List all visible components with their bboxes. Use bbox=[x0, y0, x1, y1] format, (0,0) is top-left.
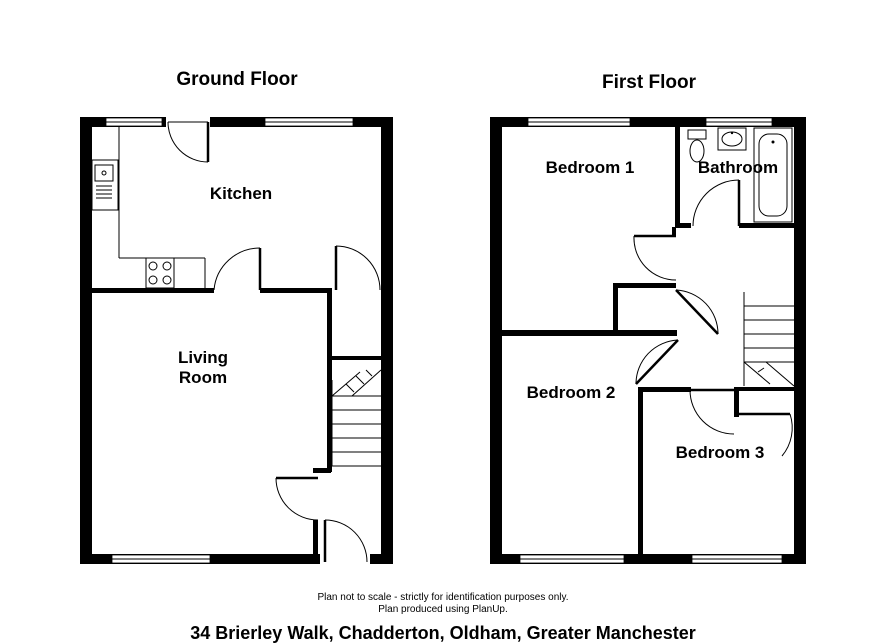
wall bbox=[490, 117, 806, 127]
wall bbox=[675, 127, 680, 227]
wall bbox=[330, 356, 381, 360]
room-label-living-room: Living bbox=[178, 348, 228, 367]
disclaimer-text: Plan not to scale - strictly for identif… bbox=[317, 592, 568, 603]
wall bbox=[80, 554, 393, 564]
wall bbox=[794, 117, 806, 564]
wall bbox=[734, 387, 739, 417]
room-label-bedroom-3: Bedroom 3 bbox=[676, 443, 765, 462]
room-label-living-room-line2: Room bbox=[179, 368, 227, 387]
bedroom-3-door[interactable] bbox=[689, 388, 735, 435]
footer: Plan not to scale - strictly for identif… bbox=[190, 592, 696, 643]
front-door[interactable] bbox=[323, 519, 368, 563]
toilet-icon bbox=[687, 129, 707, 163]
wall bbox=[381, 117, 393, 564]
credit-text: Plan produced using PlanUp. bbox=[378, 604, 508, 615]
room-label-bedroom-1: Bedroom 1 bbox=[546, 158, 635, 177]
wall bbox=[92, 288, 214, 293]
ground-floor-title: Ground Floor bbox=[176, 69, 298, 90]
wall bbox=[638, 387, 643, 554]
room-label-bedroom-2: Bedroom 2 bbox=[527, 383, 616, 402]
wall bbox=[672, 227, 676, 235]
sink-icon bbox=[94, 164, 114, 199]
first-floor-title: First Floor bbox=[602, 72, 697, 93]
wall bbox=[327, 290, 332, 472]
first-floor-plan: First Floor bbox=[490, 72, 806, 564]
wall bbox=[313, 468, 331, 473]
wall bbox=[675, 223, 691, 228]
staircase bbox=[743, 292, 795, 387]
wall bbox=[734, 387, 794, 391]
room-label-bathroom: Bathroom bbox=[698, 158, 778, 177]
bathroom-fixtures bbox=[687, 127, 793, 223]
living-room-door[interactable] bbox=[275, 476, 319, 521]
wall bbox=[613, 283, 618, 333]
wall bbox=[490, 117, 502, 564]
wall bbox=[502, 330, 677, 336]
staircase bbox=[331, 369, 382, 467]
cupboard-door[interactable] bbox=[739, 412, 793, 457]
bathroom-door[interactable] bbox=[692, 179, 741, 227]
hob-icon bbox=[145, 257, 175, 289]
wall bbox=[313, 520, 318, 554]
landing-door[interactable] bbox=[635, 339, 679, 385]
wall bbox=[260, 288, 332, 293]
bath-icon bbox=[753, 127, 793, 223]
wall bbox=[739, 223, 794, 228]
basin-icon bbox=[717, 127, 747, 151]
room-label-kitchen: Kitchen bbox=[210, 184, 272, 203]
wall bbox=[80, 117, 393, 127]
ground-floor-plan: Ground Floor bbox=[80, 69, 393, 564]
kitchen-door[interactable] bbox=[213, 247, 262, 291]
wall bbox=[490, 554, 806, 564]
wall bbox=[638, 387, 691, 392]
bedroom-1-door[interactable] bbox=[633, 234, 677, 281]
property-address: 34 Brierley Walk, Chadderton, Oldham, Gr… bbox=[190, 623, 696, 643]
wall bbox=[80, 117, 92, 564]
back-door[interactable] bbox=[167, 121, 210, 163]
front-door-gap bbox=[320, 554, 370, 564]
kitchen-units bbox=[91, 127, 206, 289]
wall bbox=[613, 283, 676, 288]
hall-door[interactable] bbox=[334, 245, 381, 291]
bedroom-2-door[interactable] bbox=[675, 289, 719, 335]
